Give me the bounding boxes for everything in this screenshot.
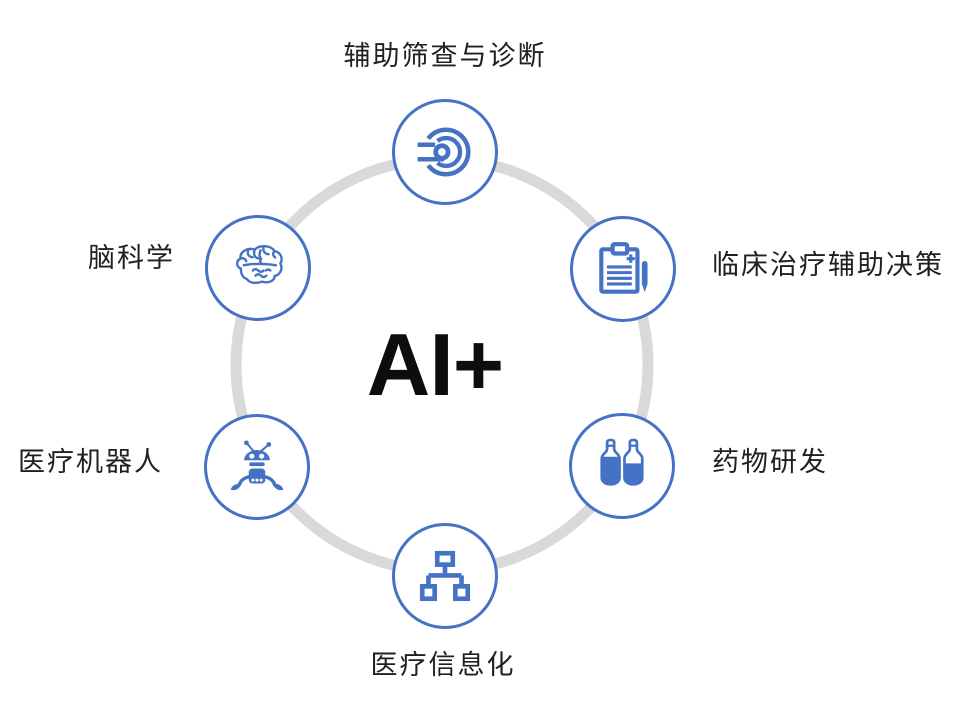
center-title: AI+ bbox=[366, 315, 504, 414]
node-brain-science bbox=[205, 215, 311, 321]
node-medical-informatization bbox=[392, 523, 498, 629]
clipboard-pen-icon bbox=[592, 238, 654, 300]
node-label-medical-informatization: 医疗信息化 bbox=[370, 650, 516, 681]
node-label-assisted-screening: 辅助筛查与诊断 bbox=[343, 41, 547, 72]
node-label-drug-rd: 药物研发 bbox=[712, 447, 828, 478]
node-drug-rd bbox=[569, 413, 675, 519]
node-medical-robot bbox=[204, 414, 310, 520]
scan-target-icon bbox=[414, 121, 476, 183]
network-nodes-icon bbox=[414, 545, 476, 607]
medicine-vials-icon bbox=[591, 435, 653, 497]
node-label-medical-robot: 医疗机器人 bbox=[18, 447, 163, 478]
robot-icon bbox=[226, 436, 288, 498]
node-label-brain-science: 脑科学 bbox=[88, 243, 175, 274]
node-clinical-decision bbox=[570, 216, 676, 322]
node-label-clinical-decision: 临床治疗辅助决策 bbox=[712, 250, 944, 281]
node-assisted-screening bbox=[392, 99, 498, 205]
brain-icon bbox=[227, 237, 289, 299]
